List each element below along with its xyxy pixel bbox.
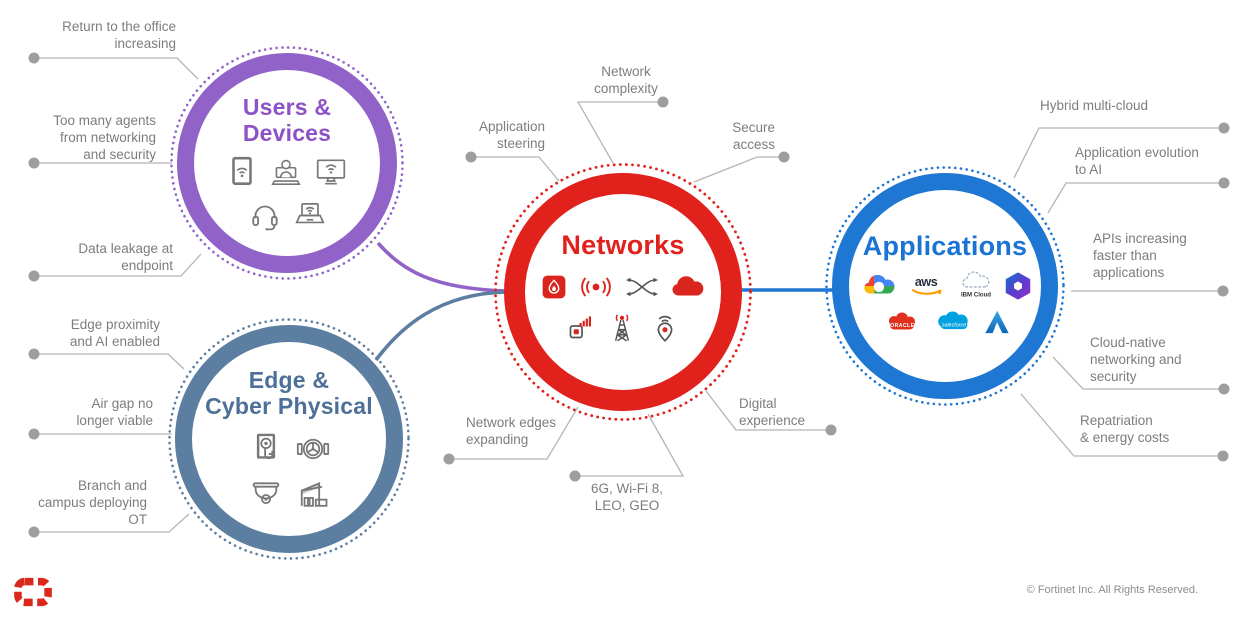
callout-line [1020,393,1223,457]
edge-dotted-ring [168,318,410,560]
callout-line [575,413,685,477]
control-panel-icon [247,431,285,467]
microsoft-365-logo [1003,271,1033,301]
callout-dot [28,348,40,360]
copyright-text: © Fortinet Inc. All Rights Reserved. [1026,584,1198,596]
svg-text:salesforce: salesforce [941,323,965,329]
traffic-switching-icon [624,273,660,301]
callout-dot [778,151,790,163]
callout-dot [1218,383,1230,395]
svg-text:IBM Cloud: IBM Cloud [960,291,990,298]
callout-dot [569,470,581,482]
callout-line [1013,127,1224,179]
callout-line [705,390,831,431]
callout-dots [28,52,1230,538]
wireless-signal-icon [577,272,615,302]
tablet-wifi-icon [225,155,259,189]
callout-line [34,353,185,370]
callout-line [1052,356,1224,390]
callout-line [34,513,190,533]
firewall-icon [540,273,568,301]
salesforce-logo: salesforce [932,308,976,335]
callout-dot [1218,122,1230,134]
svg-text:ORACLE: ORACLE [890,323,914,329]
fortinet-logo [12,576,54,613]
cloud-icon [669,273,707,301]
callout-6g-wifi8: 6G, Wi-Fi 8,LEO, GEO [590,481,663,513]
applications-dotted-ring [825,166,1065,406]
google-cloud-logo [858,272,900,300]
callout-dot [28,526,40,538]
cellular-modem-icon [564,312,596,344]
callout-dot [1217,285,1229,297]
warehouse-icon [294,476,332,512]
callout-line [34,253,202,277]
edge-networks-connector [374,290,509,362]
laptop-wifi-icon [292,198,328,232]
applications-circle: Applications aws IBM Cloud ORACLE salesf… [825,166,1065,406]
callout-dot [28,428,40,440]
edge-cyber-physical-title: Edge & Cyber Physical [205,366,373,419]
callout-dot [657,96,669,108]
callout-dot [1217,450,1229,462]
callout-repatriation: Repatriation& energy costs [1080,413,1170,445]
users-dotted-ring [170,46,404,280]
industrial-valve-icon [294,431,332,467]
networks-dotted-ring [494,163,752,421]
callout-dot [443,453,455,465]
radio-tower-icon [605,311,639,345]
headset-icon [247,198,283,232]
aws-logo: aws [905,272,949,300]
users-networks-connector [376,241,509,293]
azure-logo [983,308,1011,336]
callout-dot [28,270,40,282]
networks-title: Networks [561,229,685,260]
users-devices-title: Users & Devices [242,94,332,146]
dome-camera-icon [247,476,285,512]
callout-hybrid-multi-cloud: Hybrid multi-cloud [1040,98,1149,113]
applications-title: Applications [862,230,1028,261]
svg-text:aws: aws [914,275,937,289]
networks-circle: Networks [494,163,752,421]
ibm-cloud-logo: IBM Cloud [954,270,998,301]
callout-dot [825,424,837,436]
users-devices-circle: Users & Devices [170,46,404,280]
oracle-logo: ORACLE [880,309,925,335]
edge-cyber-physical-circle: Edge & Cyber Physical [168,318,410,560]
callout-line [693,156,784,183]
callout-dot [1218,177,1230,189]
callout-line [471,156,560,182]
callout-line [1047,182,1224,214]
callout-dot [28,52,40,64]
callout-dot [28,157,40,169]
callout-line [449,406,579,460]
location-wifi-icon [648,311,682,345]
video-call-user-icon [268,155,304,189]
callout-line [34,57,199,80]
callout-line [576,101,663,164]
monitor-wifi-icon [313,155,349,189]
callout-lines [34,57,1224,533]
callout-dot [465,151,477,163]
